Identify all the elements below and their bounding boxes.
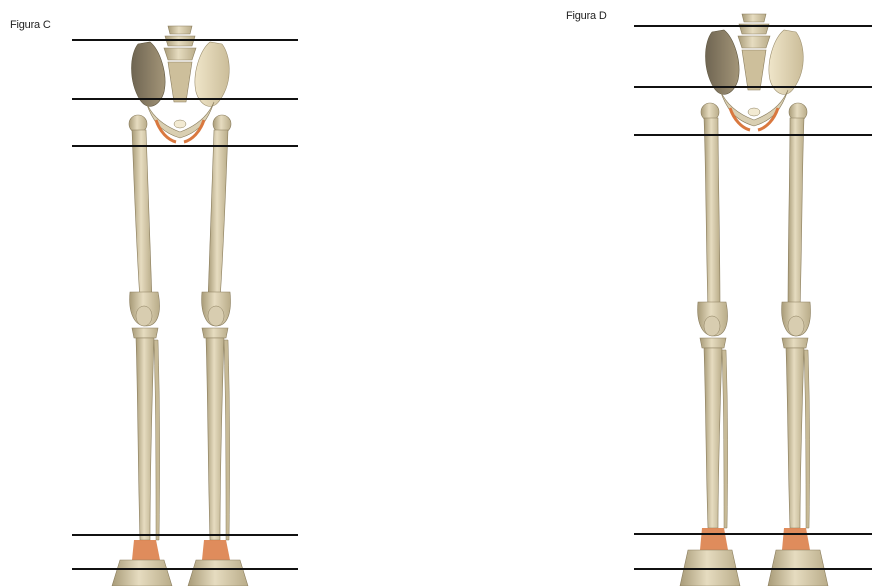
lumbar-vertebra (164, 48, 196, 60)
lumbar-vertebra (742, 14, 766, 22)
left-fibula (722, 350, 728, 528)
right-patella (208, 306, 224, 326)
left-fibula (154, 340, 160, 540)
right-tibia (206, 338, 224, 540)
left-leg (112, 115, 172, 586)
right-ankle (202, 540, 230, 560)
left-ilium (132, 42, 166, 106)
right-leg (768, 103, 828, 586)
right-tibia (786, 348, 804, 528)
right-foot (188, 560, 248, 586)
left-ankle (700, 528, 728, 550)
figure-c-label: Figura C (10, 19, 51, 31)
right-femur (208, 130, 228, 300)
coccyx (748, 108, 760, 116)
left-tibia (136, 338, 154, 540)
left-tibial-plateau (132, 328, 158, 338)
left-patella (704, 316, 720, 336)
right-femur (788, 118, 804, 310)
right-ilium (195, 42, 229, 106)
left-ilium (706, 30, 740, 94)
left-foot (112, 560, 172, 586)
sacrum (168, 62, 192, 102)
left-tibial-plateau (700, 338, 726, 348)
sacrum (742, 50, 766, 90)
figure-c-skeleton (60, 20, 310, 586)
left-leg (680, 103, 740, 586)
right-tibial-plateau (782, 338, 808, 348)
left-patella (136, 306, 152, 326)
right-tibial-plateau (202, 328, 228, 338)
right-ankle (782, 528, 810, 550)
lumbar-vertebra (738, 36, 770, 48)
left-ankle (132, 540, 160, 560)
figure-d-label: Figura D (566, 10, 607, 22)
pelvis (706, 14, 804, 130)
left-femur (704, 118, 720, 310)
right-ilium (769, 30, 803, 94)
left-tibia (704, 348, 722, 528)
right-leg (188, 115, 248, 586)
right-patella (788, 316, 804, 336)
right-fibula (224, 340, 230, 540)
figure-d-skeleton (620, 10, 874, 586)
right-fibula (804, 350, 810, 528)
lumbar-vertebra (168, 26, 192, 34)
coccyx (174, 120, 186, 128)
left-femur (132, 130, 152, 300)
